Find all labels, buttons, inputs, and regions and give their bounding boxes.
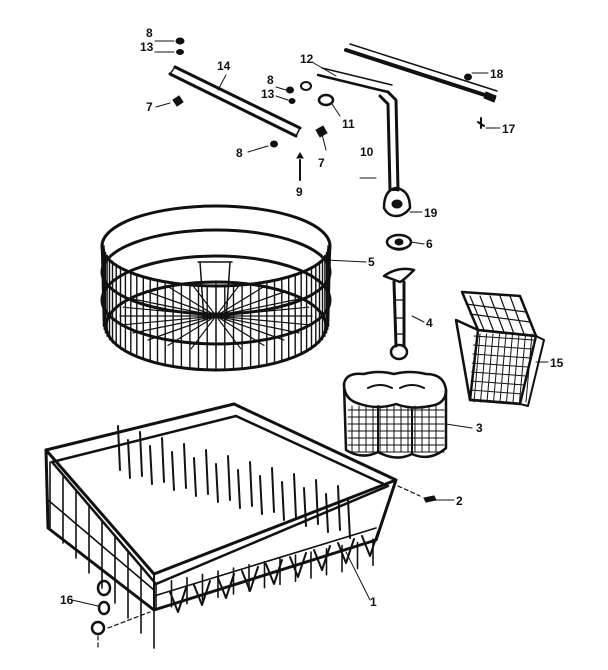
- callout-4: 4: [426, 316, 433, 330]
- part-19-nozzle: [382, 186, 412, 218]
- callout-10: 10: [360, 145, 374, 159]
- part-18-clip: [464, 73, 472, 81]
- callout-16: 16: [60, 593, 74, 607]
- callout-17: 17: [502, 122, 516, 136]
- part-12-roller: [300, 81, 312, 91]
- part-14-rail: [168, 65, 302, 138]
- part-7-stop: [172, 95, 184, 107]
- callout-6: 6: [426, 237, 433, 251]
- callout-7-right: 7: [318, 156, 325, 170]
- part-16-wheel-assembly: [90, 579, 151, 651]
- callout-12: 12: [300, 52, 314, 66]
- callout-13-mid: 13: [261, 87, 275, 101]
- callout-8-mid: 8: [267, 73, 274, 87]
- callout-14: 14: [217, 59, 231, 73]
- part-3-cutlery-basket: [342, 370, 448, 459]
- part-5-upper-rack: [100, 204, 332, 372]
- part-7-stop-right: [315, 125, 328, 138]
- callout-8-low: 8: [236, 146, 243, 160]
- part-17-screw: [477, 117, 485, 129]
- hardware-left-group: [172, 37, 328, 181]
- leader-lines: [71, 40, 549, 607]
- part-8-clip-mid: [286, 86, 294, 94]
- part-9-screw-head: [296, 152, 304, 159]
- part-6-fitting: [385, 233, 413, 251]
- callout-5: 5: [368, 255, 375, 269]
- callout-1: 1: [370, 595, 377, 609]
- part-12-track: [300, 67, 393, 94]
- part-1-lower-rack: [44, 402, 421, 649]
- part-2-stud: [423, 495, 437, 503]
- callout-3: 3: [476, 421, 483, 435]
- callout-19: 19: [424, 206, 438, 220]
- part-13-washer-mid: [288, 98, 296, 104]
- callout-13-top: 13: [140, 40, 154, 54]
- callout-labels: 8 13 14 7 8 8 13 7 9 11 12 10 19 6 5 4 1…: [60, 26, 564, 609]
- part-4-spray-arm: [382, 267, 416, 361]
- callout-18: 18: [490, 67, 504, 81]
- callout-9: 9: [296, 185, 303, 199]
- callout-15: 15: [550, 356, 564, 370]
- part-8-clip-low: [270, 140, 278, 148]
- callout-2: 2: [456, 494, 463, 508]
- part-15-basket: [454, 290, 545, 407]
- part-13-washer: [176, 49, 184, 55]
- part-8-clip: [175, 37, 185, 45]
- callout-8-top: 8: [146, 26, 153, 40]
- callout-11: 11: [342, 117, 355, 131]
- part-11-wheel: [317, 93, 335, 107]
- part-18-rail: [344, 43, 498, 129]
- part-10-spray-tube: [378, 90, 400, 192]
- callout-7-left: 7: [146, 100, 153, 114]
